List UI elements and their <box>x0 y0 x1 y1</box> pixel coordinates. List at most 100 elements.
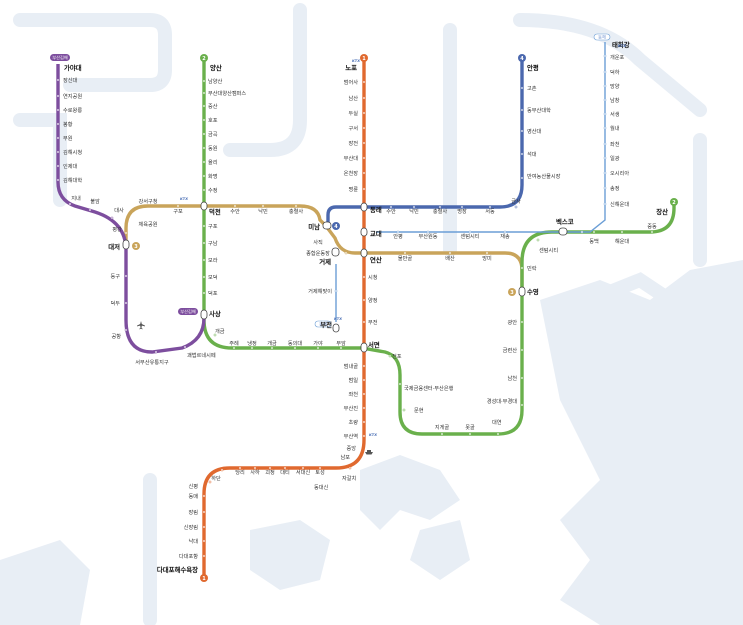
svg-text:사하: 사하 <box>250 468 260 476</box>
svg-text:공항: 공항 <box>111 332 121 340</box>
svg-text:금련산: 금련산 <box>503 346 518 354</box>
svg-text:신장림: 신장림 <box>184 523 199 531</box>
svg-text:대연: 대연 <box>492 418 502 426</box>
svg-text:석대: 석대 <box>527 150 537 158</box>
donghae-labels: 태화강 개운포 덕하 망양 남창 서생 월내 좌천 일광 오시리아 송정 신해운… <box>308 40 630 329</box>
svg-text:중앙: 중앙 <box>346 444 356 452</box>
svg-text:강서구청: 강서구청 <box>138 197 157 205</box>
svg-text:부암: 부암 <box>336 339 346 347</box>
svg-text:민락: 민락 <box>527 264 537 272</box>
svg-text:부산김해: 부산김해 <box>180 308 196 315</box>
busan-gimhae-badge <box>50 54 70 61</box>
svg-text:부원: 부원 <box>63 134 73 142</box>
svg-text:동원: 동원 <box>208 144 218 152</box>
svg-text:호포: 호포 <box>208 117 218 124</box>
svg-text:부산김해: 부산김해 <box>52 54 68 61</box>
svg-text:냉정: 냉정 <box>247 339 257 347</box>
busan-gimhae-path <box>56 64 206 354</box>
svg-text:교대: 교대 <box>370 229 382 238</box>
svg-text:덕하: 덕하 <box>610 68 620 76</box>
svg-text:3: 3 <box>134 244 138 250</box>
svg-text:신평: 신평 <box>188 482 198 490</box>
background-shapes <box>13 3 743 625</box>
svg-text:연지공원: 연지공원 <box>63 92 82 100</box>
svg-text:수안: 수안 <box>230 208 240 215</box>
svg-text:개운포: 개운포 <box>610 53 625 61</box>
svg-text:센텀시티: 센텀시티 <box>539 246 558 254</box>
svg-text:장전: 장전 <box>348 140 358 147</box>
svg-text:거제: 거제 <box>319 257 331 266</box>
svg-text:부산역: 부산역 <box>344 432 359 440</box>
svg-text:서부산유통지구: 서부산유통지구 <box>135 358 169 366</box>
svg-text:3: 3 <box>510 290 514 296</box>
airport-icon <box>137 321 145 330</box>
svg-text:대사: 대사 <box>114 206 124 214</box>
svg-text:서대신: 서대신 <box>296 468 311 476</box>
svg-text:KTX: KTX <box>369 433 377 437</box>
svg-text:동대신: 동대신 <box>314 483 329 491</box>
svg-text:좌천: 좌천 <box>610 140 620 148</box>
svg-text:낙민: 낙민 <box>258 207 268 215</box>
svg-text:전포: 전포 <box>392 353 402 360</box>
svg-text:물만골: 물만골 <box>398 254 413 262</box>
svg-text:불암: 불암 <box>90 197 100 205</box>
svg-text:다대포해수욕장: 다대포해수욕장 <box>157 565 198 574</box>
svg-text:충렬사: 충렬사 <box>433 207 448 215</box>
svg-text:장신대: 장신대 <box>63 76 78 84</box>
svg-text:4: 4 <box>334 224 338 230</box>
svg-text:괴정: 괴정 <box>265 468 275 476</box>
svg-text:오시리아: 오시리아 <box>610 169 629 177</box>
svg-text:장산: 장산 <box>656 207 668 216</box>
svg-text:벡스코: 벡스코 <box>556 217 574 226</box>
svg-text:동의대: 동의대 <box>288 339 303 347</box>
svg-text:평강: 평강 <box>112 226 122 233</box>
svg-text:온천장: 온천장 <box>344 170 359 177</box>
line3-labels: 강서구청 체육공원 구포 수안 낙민 충렬사 미남 사직 종합운동장 거제 물만… <box>108 197 492 266</box>
donghae-path <box>376 42 606 233</box>
svg-text:가야대: 가야대 <box>64 63 82 72</box>
svg-text:화명: 화명 <box>208 173 218 180</box>
svg-text:괘법르네시떼: 괘법르네시떼 <box>187 351 216 359</box>
svg-text:부산원동: 부산원동 <box>418 232 437 240</box>
line3-badge-right <box>508 288 516 296</box>
svg-text:장림: 장림 <box>188 508 198 516</box>
svg-text:덕천: 덕천 <box>209 207 221 216</box>
svg-text:김해시청: 김해시청 <box>63 148 82 156</box>
svg-text:KTX: KTX <box>618 44 626 48</box>
svg-text:동해: 동해 <box>598 34 606 41</box>
svg-text:모덕: 모덕 <box>208 274 218 281</box>
svg-text:가야: 가야 <box>313 339 323 347</box>
svg-text:덕두: 덕두 <box>110 300 120 307</box>
svg-text:남천: 남천 <box>507 374 517 382</box>
svg-text:국제금융센터·부산은행: 국제금융센터·부산은행 <box>404 384 454 392</box>
svg-text:남양산: 남양산 <box>208 77 223 85</box>
svg-text:망양: 망양 <box>610 82 620 90</box>
svg-text:개금: 개금 <box>215 327 225 335</box>
svg-text:경성대·부경대: 경성대·부경대 <box>487 397 518 405</box>
line1-labels: 노포 범어사 남산 두실 구서 장전 부산대 온천장 명륜 동래 교대 연산 시… <box>157 64 382 574</box>
svg-text:KTX: KTX <box>352 59 360 63</box>
svg-text:2: 2 <box>202 56 206 62</box>
svg-text:수안: 수안 <box>386 208 396 215</box>
svg-text:해운대: 해운대 <box>615 237 630 245</box>
svg-text:노포: 노포 <box>345 64 357 72</box>
svg-text:4: 4 <box>520 56 524 62</box>
svg-text:서면: 서면 <box>368 340 380 349</box>
svg-text:반여농산물시장: 반여농산물시장 <box>527 172 561 180</box>
svg-text:부전: 부전 <box>320 320 332 329</box>
svg-text:안평: 안평 <box>527 63 539 72</box>
svg-text:낙민: 낙민 <box>409 207 419 215</box>
svg-text:덕포: 덕포 <box>208 290 218 297</box>
svg-text:안평: 안평 <box>393 233 403 240</box>
svg-text:거제해맞이: 거제해맞이 <box>308 287 332 295</box>
svg-text:못골: 못골 <box>465 424 475 431</box>
svg-text:금곡: 금곡 <box>208 131 218 138</box>
busan-gimhae-badge-bottom <box>178 308 198 315</box>
svg-text:주례: 주례 <box>229 339 239 347</box>
ktx-markers: KTX KTX KTX KTX KTX <box>180 44 626 437</box>
svg-text:낙대: 낙대 <box>188 537 198 545</box>
svg-text:사상: 사상 <box>209 309 221 318</box>
svg-text:구포: 구포 <box>173 208 183 215</box>
donghae-badge-bottom <box>314 320 332 328</box>
svg-text:월내: 월내 <box>610 124 620 132</box>
